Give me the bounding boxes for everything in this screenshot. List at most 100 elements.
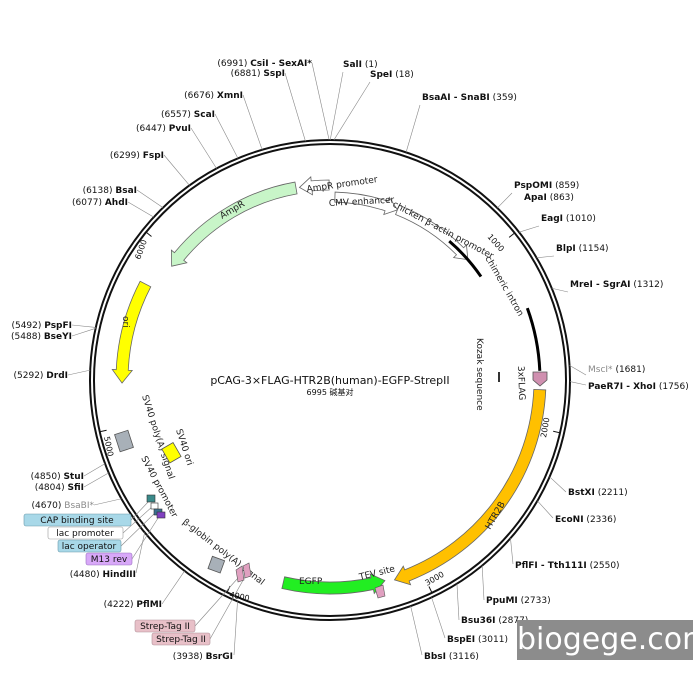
strep-tag-label-2: Strep-Tag II [156, 635, 206, 645]
strep-tag-box-2[interactable] [151, 632, 211, 646]
plasmid-size: 6995 碱基对 [307, 387, 354, 397]
cmv-enhancer-arc[interactable] [334, 191, 399, 216]
chicken-actin-promoter-arc[interactable] [395, 204, 469, 261]
leader-line [481, 565, 485, 601]
leader-line [537, 500, 554, 519]
site-label[interactable]: (4222) PflMI [104, 600, 162, 610]
site-label[interactable]: SpeI (18) [370, 70, 414, 80]
ampr-promoter-arc[interactable] [298, 176, 330, 196]
cap-binding-block [146, 494, 156, 503]
chimeric-intron-arc-2[interactable] [525, 307, 542, 371]
strep-tag-label-1: Strep-Tag II [140, 622, 190, 632]
tick-mark-5000 [99, 429, 107, 433]
strep-tag-block-2 [242, 562, 252, 579]
kozak-mark [498, 372, 500, 382]
site-label[interactable]: BstXI (2211) [568, 488, 628, 498]
leader-line [93, 498, 122, 506]
plasmid-title: pCAG-3×FLAG-HTR2B(human)-EGFP-StrepII [210, 374, 449, 387]
feature-label-chimeric-intron: chimeric intron [482, 255, 525, 319]
feature-label-egfp: EGFP [299, 577, 323, 587]
lac-operator-box[interactable] [57, 539, 122, 553]
leader-line [161, 570, 185, 605]
site-label[interactable]: SalI (1) [343, 60, 378, 70]
feature-label-cmv-enhancer: CMV enhancer [329, 196, 395, 209]
bglobin-block [207, 555, 226, 574]
leader-line [329, 71, 344, 141]
leader-line [190, 127, 217, 169]
sv40-polya-block [114, 429, 134, 453]
leader-line [311, 62, 330, 141]
site-label[interactable]: EcoNI (2336) [555, 515, 616, 525]
site-label[interactable]: (6447) PvuI [136, 124, 191, 134]
cap-binding-box[interactable] [23, 513, 132, 527]
site-label[interactable]: (4480) HindIII [70, 570, 136, 580]
leader-line [569, 365, 587, 376]
lac-promoter-block [150, 502, 159, 510]
callout-leader [122, 505, 154, 534]
site-label[interactable]: (6991) CsiI - SexAI* [217, 59, 312, 69]
lac-operator-label: lac operator [62, 542, 117, 552]
tick-mark-2000 [553, 430, 561, 434]
site-label[interactable]: (4670) BsaBI* [31, 501, 94, 511]
site-label[interactable]: (6557) ScaI [161, 110, 215, 120]
feature-label-kozak: Kozak sequence [474, 338, 484, 411]
leader-line [71, 324, 96, 328]
site-label[interactable]: (6299) FspI [110, 151, 164, 161]
site-label[interactable]: PpuMI (2733) [486, 596, 551, 606]
backbone-outer-ring [89, 139, 571, 621]
leader-line [549, 476, 567, 493]
chimeric-intron-arc-1[interactable] [448, 240, 483, 278]
m13-rev-block [156, 511, 166, 519]
site-label[interactable]: (4804) SfiI [35, 483, 84, 493]
restriction-site-labels: SalI (1) SpeI (18) BsaAI - SnaBI (359) P… [11, 59, 689, 662]
lac-promoter-box[interactable] [47, 526, 124, 540]
site-label[interactable]: (5492) PspFI [11, 321, 72, 331]
tick-label-2000: 2000 [539, 417, 551, 439]
site-label[interactable]: BlpI (1154) [556, 244, 609, 254]
site-label[interactable]: PaeR7I - XhoI (1756) [588, 382, 689, 392]
m13-rev-box[interactable] [85, 552, 133, 566]
leader-line [242, 94, 263, 150]
site-label[interactable]: BspEI (3011) [447, 635, 508, 645]
egfp-arc[interactable] [281, 573, 386, 595]
site-label[interactable]: (6676) XmnI [184, 91, 243, 101]
site-label[interactable]: (5292) DrdI [14, 371, 69, 381]
site-label[interactable]: (6138) BsaI [83, 186, 137, 196]
site-label[interactable]: (5488) BseYI [11, 332, 72, 342]
leader-line [510, 538, 514, 565]
sv40-ori-block [161, 442, 182, 464]
leader-line [127, 201, 154, 218]
leader-line [214, 113, 239, 159]
site-leader-lines [67, 62, 587, 656]
site-label[interactable]: (6881) SspI [231, 69, 285, 79]
site-label[interactable]: BbsI (3116) [424, 652, 479, 662]
site-label[interactable]: (3938) BsrGI [173, 652, 233, 662]
ampr-arc[interactable] [170, 181, 298, 267]
lac-promoter-label: lac promoter [56, 529, 114, 539]
strep-tag-box-1[interactable] [134, 619, 196, 633]
site-label[interactable]: ApaI (863) [524, 193, 574, 203]
site-label[interactable]: MreI - SgrAI (1312) [570, 280, 663, 290]
tick-label-4000: 4000 [229, 590, 251, 603]
site-label[interactable]: (4850) StuI [31, 472, 84, 482]
backbone-inner-ring [93, 143, 567, 617]
feature-label-chicken-actin-promoter: chicken β-actin promoter [391, 200, 496, 262]
site-label[interactable]: BsaAI - SnaBI (359) [422, 93, 517, 103]
leader-line [67, 369, 91, 376]
callout-leader [209, 574, 247, 640]
htr2b-arc[interactable] [393, 388, 547, 586]
site-label[interactable]: EagI (1010) [541, 214, 596, 224]
site-label[interactable]: PspOMI (859) [514, 181, 579, 191]
box-callouts: CAP binding site lac promoter lac operat… [23, 513, 211, 646]
tick-labels: 1000 2000 3000 4000 5000 6000 [102, 232, 551, 603]
leader-line [569, 381, 587, 386]
ori-arc[interactable] [111, 280, 152, 384]
callout-leader [131, 514, 161, 560]
site-label[interactable]: MscI* (1681) [588, 365, 645, 375]
feature-label-ori: ori [120, 316, 130, 328]
site-label[interactable]: (6077) AhdI [72, 198, 128, 208]
leader-line [431, 597, 446, 639]
tick-mark-1000 [508, 232, 515, 238]
tick-mark-3000 [428, 586, 433, 594]
site-label[interactable]: PflFI - Tth111I (2550) [515, 561, 620, 571]
